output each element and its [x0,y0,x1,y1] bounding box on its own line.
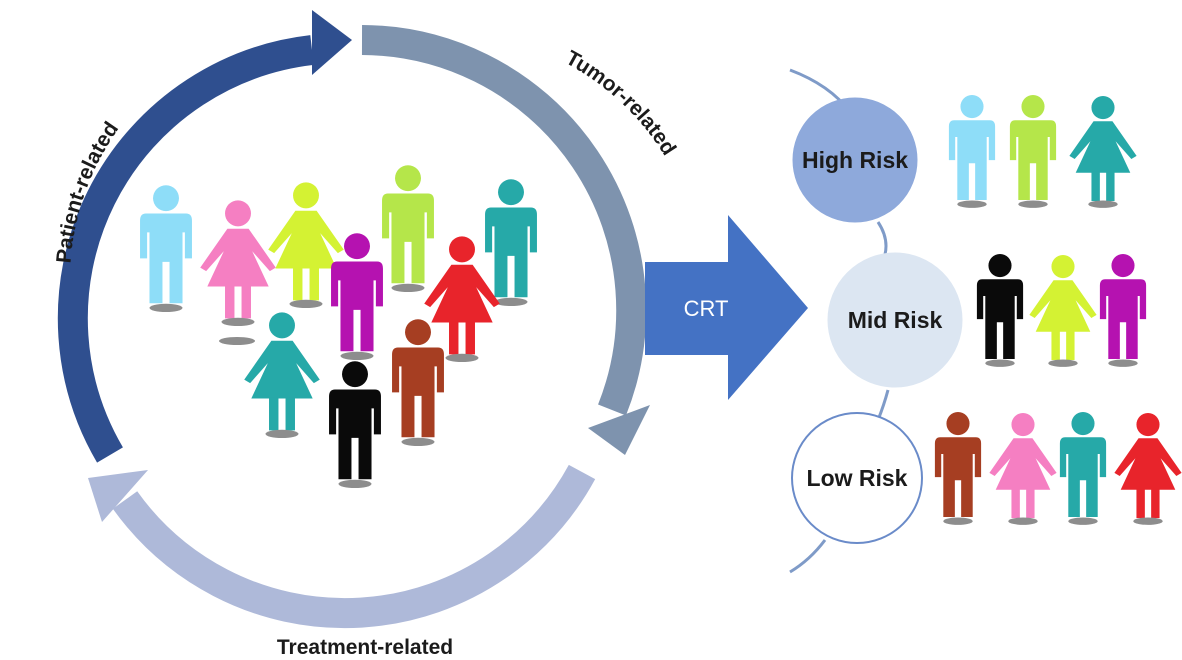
mid-risk-label: Mid Risk [848,307,943,333]
risk-group-high: High Risk [792,95,1137,223]
female-person-icon [200,200,276,327]
male-person-icon [1059,412,1107,525]
risk-group-mid: Mid Risk [827,252,1147,388]
female-person-icon [989,413,1057,525]
mid-risk-people [976,254,1147,367]
male-person-icon [140,185,192,313]
male-person-icon [934,412,982,525]
crt-arrow-shape [645,215,808,400]
male-person-icon [948,95,996,208]
male-person-icon [329,361,381,489]
female-person-icon [268,182,344,309]
tumor-related-arrowhead [588,405,650,455]
patient-related-arrow [57,35,314,463]
shadow-icon [219,337,255,345]
crt-arrow: CRT [645,215,808,400]
low-risk-people [934,412,1182,525]
male-person-icon [976,254,1024,367]
female-person-icon [1029,255,1097,367]
crt-label: CRT [684,296,729,321]
high-risk-circle [792,97,918,223]
patient-crowd [140,165,537,489]
male-person-icon [485,179,537,307]
female-person-icon [1069,96,1137,208]
male-person-icon [1099,254,1147,367]
low-risk-circle [791,412,923,544]
male-person-icon [1009,95,1057,208]
male-person-icon [382,165,434,293]
high-risk-people [948,95,1137,208]
mid-risk-circle [827,252,963,388]
low-risk-label: Low Risk [807,465,908,491]
patient-related-arrowhead [312,10,352,75]
treatment-related-arrowhead [88,470,148,522]
male-person-icon [331,233,383,361]
treatment-related-arrow [112,464,596,629]
male-person-icon [392,319,444,447]
treatment-related-label: Treatment-related [277,636,453,659]
high-risk-label: High Risk [802,147,908,173]
risk-connector-line [789,68,890,574]
female-person-icon [244,312,320,439]
female-person-icon [424,236,500,363]
tumor-related-arrow [361,25,647,416]
female-person-icon [1114,413,1182,525]
risk-group-low: Low Risk [791,412,1182,544]
